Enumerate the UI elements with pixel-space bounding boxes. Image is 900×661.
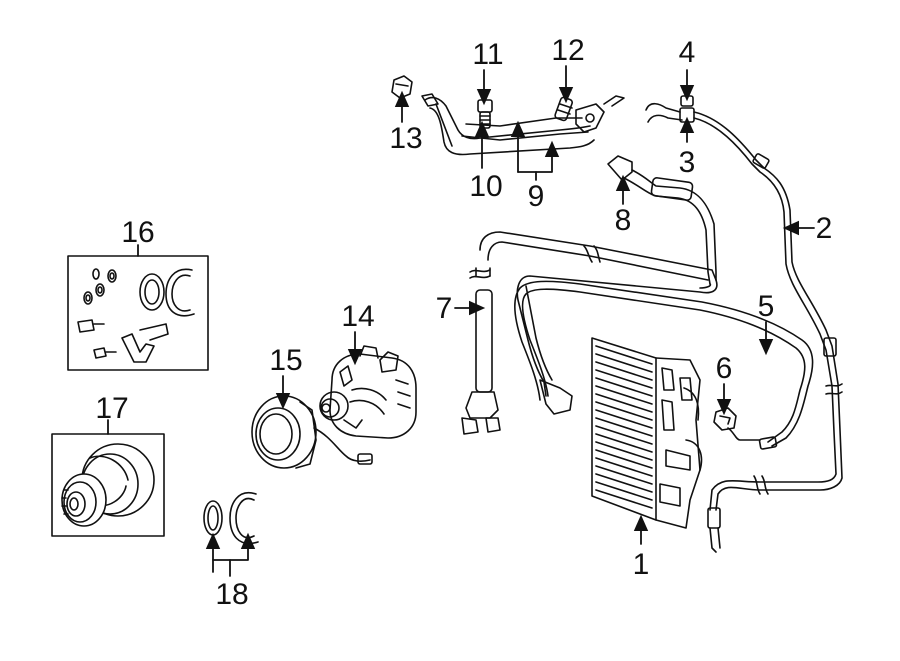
callout-1: 1	[633, 548, 650, 581]
callout-7: 7	[436, 292, 453, 325]
suction-line	[516, 155, 718, 415]
pressure-switch	[713, 407, 737, 431]
callout-15: 15	[269, 344, 302, 377]
callout-9: 9	[528, 180, 545, 213]
clutch-coil	[251, 395, 373, 469]
callout-16: 16	[121, 216, 154, 249]
callout-11: 11	[472, 38, 503, 71]
callout-14: 14	[341, 300, 374, 333]
compressor	[319, 345, 417, 439]
receiver-drier-hose	[461, 231, 717, 435]
clutch-pulley	[51, 433, 165, 537]
callout-12: 12	[551, 34, 584, 67]
o-ring-and-snap-ring	[203, 491, 259, 545]
manifold-line-assembly	[421, 93, 625, 156]
leader-lines	[107, 65, 815, 577]
callout-2: 2	[816, 212, 833, 245]
callout-5: 5	[758, 290, 775, 323]
callout-18: 18	[215, 578, 248, 611]
port-cap	[391, 75, 413, 99]
callout-4: 4	[679, 36, 696, 69]
callout-17: 17	[95, 392, 128, 425]
callout-8: 8	[615, 204, 632, 237]
valve-core	[477, 99, 493, 129]
callout-13: 13	[389, 122, 422, 155]
callout-3: 3	[679, 146, 696, 179]
service-valve	[679, 95, 695, 123]
break-marks	[469, 245, 843, 495]
callout-10: 10	[469, 170, 502, 203]
callout-labels: 1 2 3 4 5 6 7 8 9 10 11 12 13 14 15 16 1…	[95, 34, 832, 611]
condenser	[591, 337, 703, 529]
liquid-line	[645, 102, 843, 553]
callout-6: 6	[716, 352, 733, 385]
seal-kit	[67, 255, 209, 371]
